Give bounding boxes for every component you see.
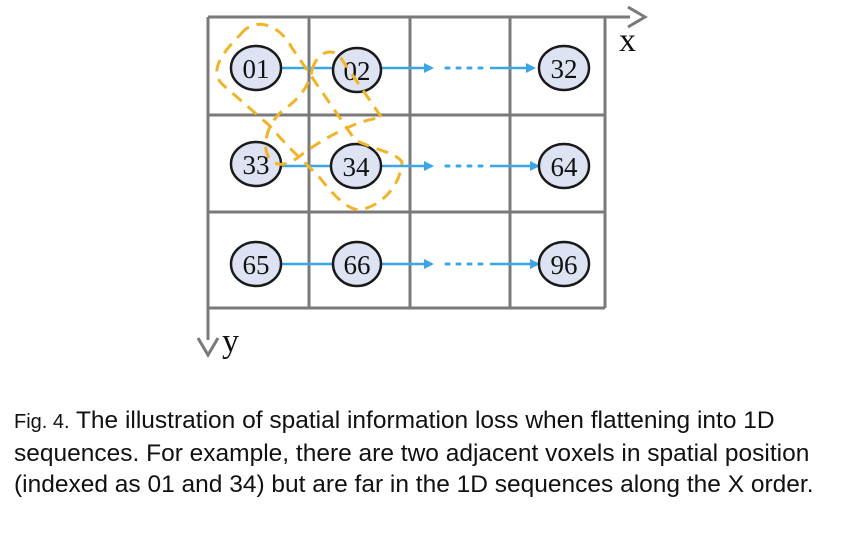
- node-label: 66: [344, 250, 371, 280]
- node-label: 32: [551, 54, 578, 84]
- node-label: 96: [551, 250, 578, 280]
- x-axis: x: [619, 5, 648, 59]
- voxel-node-65: 65: [229, 240, 283, 288]
- voxel-node-33: 33: [229, 140, 283, 188]
- node-label: 34: [343, 152, 371, 182]
- highlight-01-to-34: [215, 22, 404, 212]
- y-axis-arrowhead: [196, 337, 220, 358]
- highlight-02-to-33: [264, 50, 385, 166]
- x-axis-label: x: [619, 22, 636, 59]
- node-label: 01: [243, 54, 270, 84]
- voxel-node-64: 64: [537, 142, 591, 190]
- voxel-grid: [206, 15, 630, 340]
- flattening-diagram: x y 01 02 32 33: [196, 5, 648, 360]
- node-label: 64: [551, 152, 579, 182]
- voxel-node-34: 34: [329, 142, 383, 190]
- node-label: 65: [243, 250, 270, 280]
- figure-caption: Fig. 4. The illustration of spatial info…: [14, 405, 834, 500]
- voxel-node-66: 66: [331, 240, 383, 288]
- y-axis-label: y: [222, 323, 239, 360]
- voxel-node-01: 01: [229, 44, 283, 92]
- adjacency-highlight: [215, 22, 404, 212]
- sequence-row-1: 01 02 32: [229, 44, 591, 94]
- voxel-node-32: 32: [537, 44, 591, 92]
- voxel-node-02: 02: [331, 46, 383, 94]
- sequence-row-2: 33 34 64: [229, 140, 591, 190]
- voxel-node-96: 96: [537, 240, 591, 288]
- caption-prefix: Fig. 4.: [14, 411, 70, 433]
- node-label: 33: [243, 150, 270, 180]
- x-axis-arrowhead: [627, 5, 648, 29]
- caption-text: The illustration of spatial information …: [14, 407, 814, 498]
- y-axis: y: [196, 323, 239, 360]
- sequence-row-3: 65 66 96: [229, 240, 591, 288]
